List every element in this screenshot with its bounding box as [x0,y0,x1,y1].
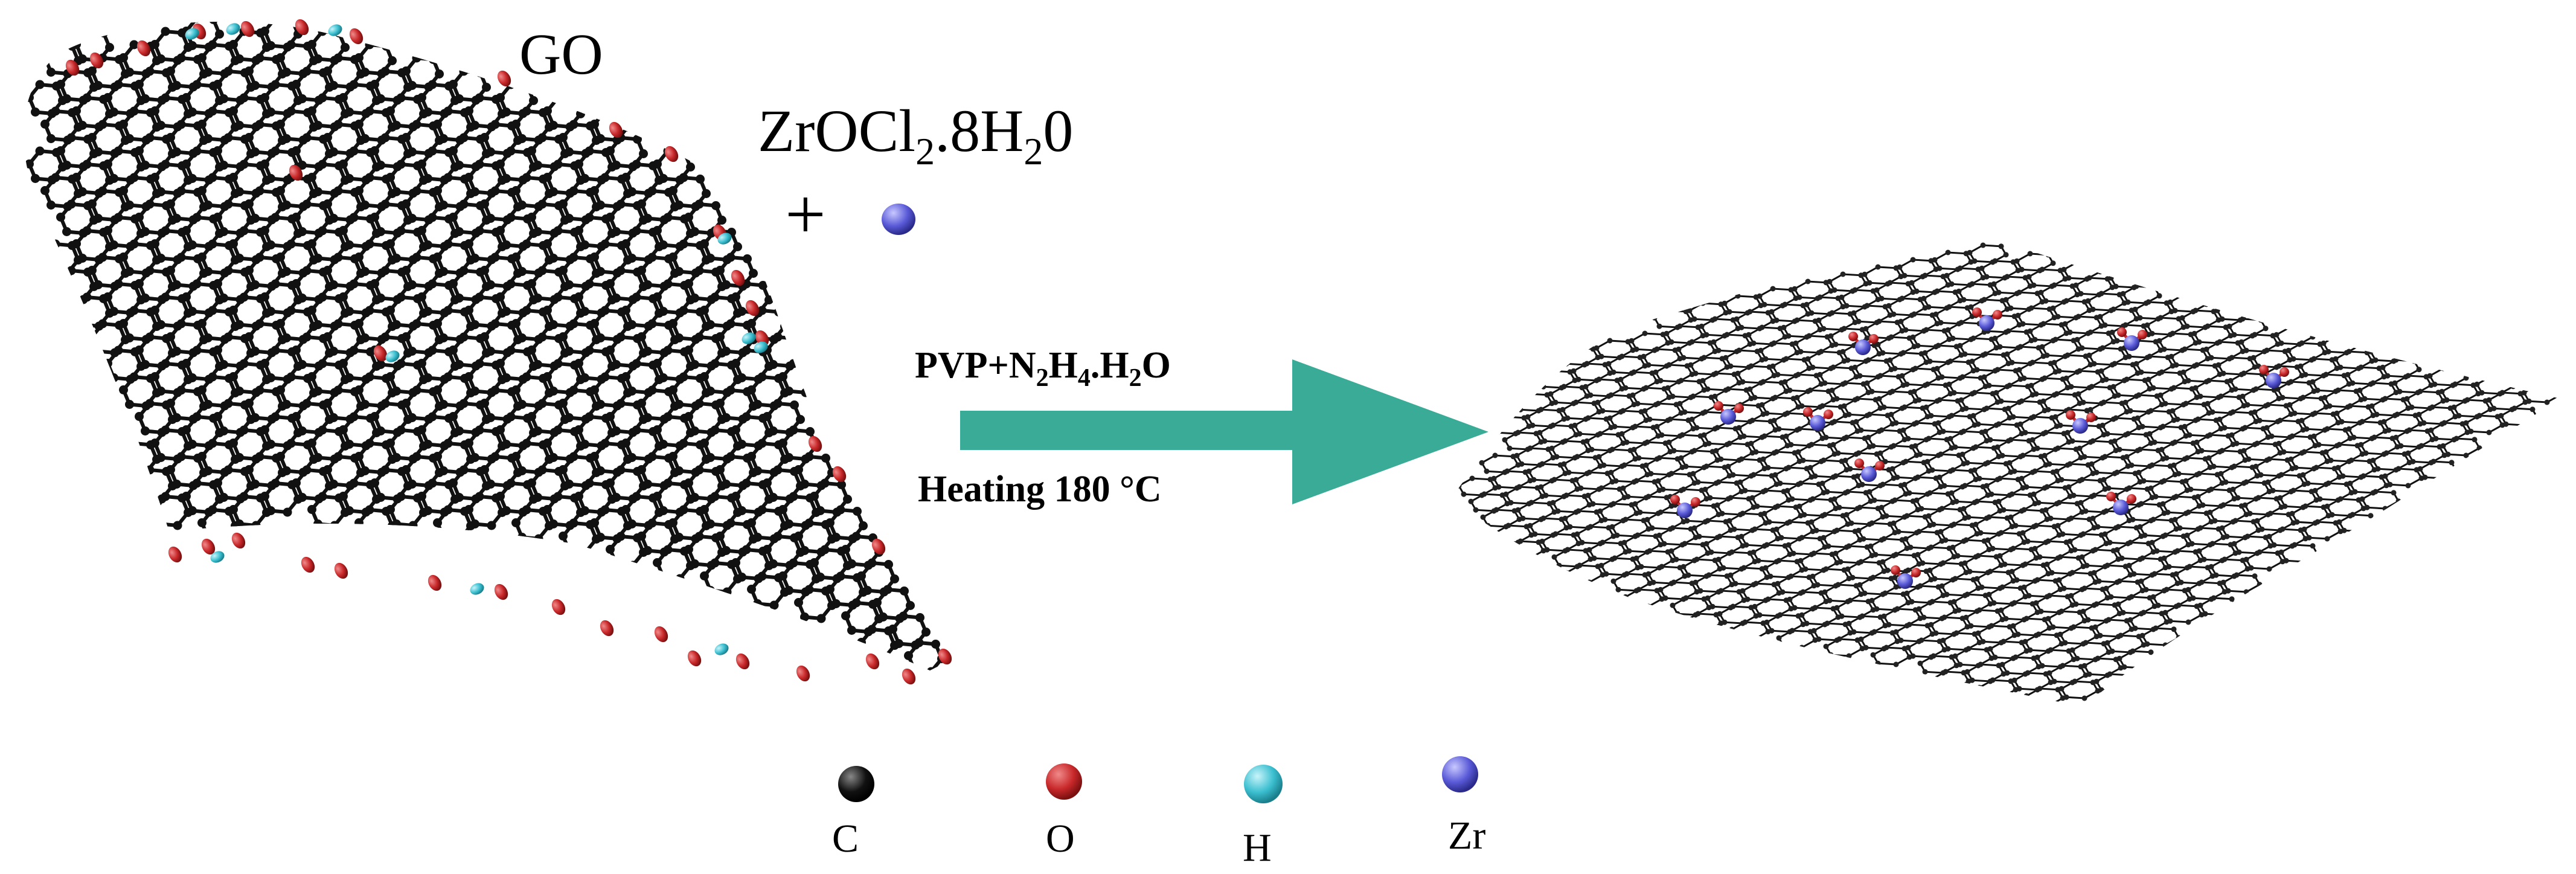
legend-item-zirconium: Zr [1442,756,1485,858]
legend-label-zirconium: Zr [1448,814,1485,858]
precursor-formula: ZrOCl2.8H20 [758,97,1073,173]
carbon-atom-icon [838,766,874,802]
legend-label-carbon: C [832,817,859,861]
reduced-graphene-zr-sheet [1456,242,2560,707]
hydrogen-atom-icon [1244,765,1283,803]
legend-item-oxygen: O [1046,763,1082,861]
legend-label-hydrogen: H [1243,826,1272,870]
legend-label-oxygen: O [1046,817,1075,861]
plus-sign: + [785,174,826,254]
go-label: GO [519,22,603,86]
reaction-arrow [960,359,1488,504]
zirconium-atom-icon [1442,756,1478,792]
condition-label: Heating 180 °C [918,469,1162,510]
oxygen-atom-icon [1046,763,1082,800]
atom-legend: C O H Zr [832,756,1485,870]
zr-atom-icon [882,204,915,235]
legend-item-hydrogen: H [1243,765,1283,870]
reagent-label: PVP+N2H4.H2O [915,345,1171,392]
legend-item-carbon: C [832,766,874,861]
